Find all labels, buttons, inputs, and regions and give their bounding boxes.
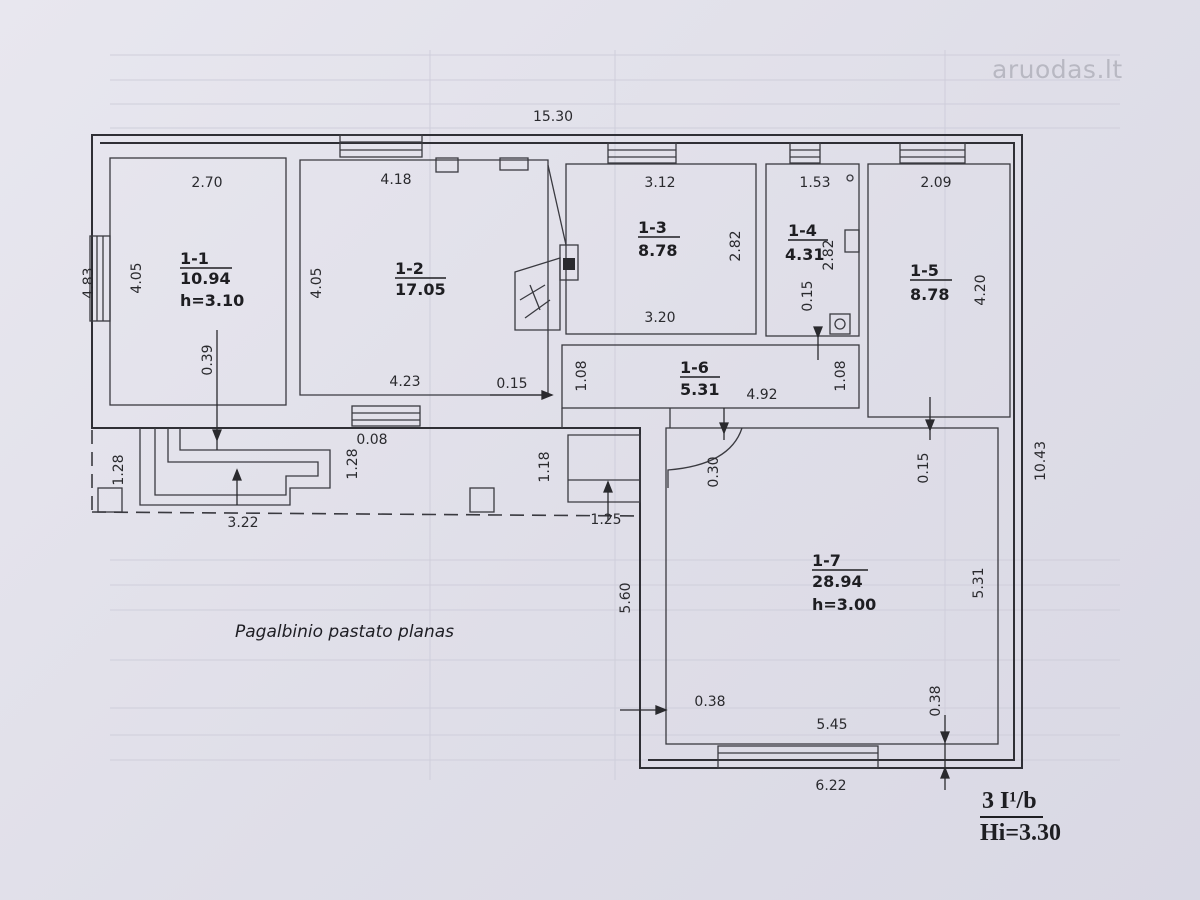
dim-r17-h: 5.31 [971, 567, 987, 598]
background-table [110, 50, 1120, 780]
stamp-line-2: Hi=3.30 [980, 820, 1062, 846]
dim-ext-128a: 1.28 [111, 454, 127, 485]
dim-ext-118: 1.18 [537, 451, 553, 482]
dim-r11-w: 2.70 [191, 175, 222, 191]
room-1-3-label: 1-3 8.78 [638, 218, 680, 260]
room-1-5-outline [867, 163, 1011, 418]
room-1-6-outline [561, 344, 860, 409]
dim-r17-left: 5.60 [618, 582, 634, 613]
dim-ext-125: 1.25 [590, 512, 621, 528]
svg-text:1-5: 1-5 [910, 261, 939, 280]
dim-r17-door: 0.30 [706, 456, 722, 487]
dim-ext-322: 3.22 [227, 515, 258, 531]
dim-r12-bottom: 4.23 [389, 374, 420, 390]
dim-r13-h: 2.82 [728, 230, 744, 261]
dim-r17-w: 5.45 [816, 717, 847, 733]
dim-ext-008: 0.08 [356, 432, 387, 448]
room-1-7-outline [665, 427, 999, 745]
fixtures [435, 157, 860, 488]
room-1-1-label: 1-1 10.94 h=3.10 [180, 249, 244, 310]
dim-r15-w: 2.09 [920, 175, 951, 191]
room-labels: 1-1 10.94 h=3.10 1-2 17.05 1-3 8.78 1-4 … [180, 218, 952, 614]
dim-bottom-w: 6.22 [815, 778, 846, 794]
dim-r12-door: 0.15 [496, 376, 527, 392]
room-1-5-label: 1-5 8.78 [910, 261, 952, 304]
dim-r15-door: 0.15 [916, 452, 932, 483]
dimension-arrows [212, 326, 950, 790]
room-1-2-label: 1-2 17.05 [395, 259, 446, 299]
stamp-line-1: 3 I¹/b [980, 788, 1043, 818]
svg-text:1-6: 1-6 [680, 358, 709, 377]
exterior-extension [91, 428, 641, 517]
svg-text:4.31: 4.31 [785, 245, 824, 264]
windows [89, 134, 966, 769]
svg-text:28.94: 28.94 [812, 572, 863, 591]
svg-text:8.78: 8.78 [638, 241, 677, 260]
dim-r15-h: 4.20 [973, 274, 989, 305]
dim-ext-128b: 1.28 [345, 448, 361, 479]
dim-left-height: 4.83 [81, 267, 97, 298]
svg-text:8.78: 8.78 [910, 285, 949, 304]
aruodas-logo: aruodas.lt [992, 55, 1123, 84]
svg-text:1-3: 1-3 [638, 218, 667, 237]
svg-text:h=3.00: h=3.00 [812, 595, 876, 614]
svg-text:1-7: 1-7 [812, 551, 841, 570]
room-1-7-label: 1-7 28.94 h=3.00 [812, 551, 876, 614]
dim-total-width: 15.30 [533, 109, 573, 125]
svg-text:1-4: 1-4 [788, 221, 817, 240]
watermark-text: aruodas.lt [992, 55, 1123, 84]
dim-r12-top: 4.18 [380, 172, 411, 188]
svg-text:5.31: 5.31 [680, 380, 719, 399]
dim-r11-door: 0.39 [200, 344, 216, 375]
dim-r17-in-right: 0.38 [928, 685, 944, 716]
dim-r13-bottom: 3.20 [644, 310, 675, 326]
room-1-1-outline [109, 157, 287, 406]
dim-r14-door: 0.15 [800, 280, 816, 311]
room-1-3-outline [565, 163, 757, 335]
dim-r16-h2: 1.08 [833, 360, 849, 391]
svg-text:1-1: 1-1 [180, 249, 209, 268]
dim-right-height: 10.43 [1033, 441, 1049, 481]
dim-r13-top: 3.12 [644, 175, 675, 191]
outer-walls [91, 134, 1023, 769]
plan-caption: Pagalbinio pastato planas [235, 622, 455, 642]
dimension-labels: 15.30 4.83 10.43 2.70 4.05 0.39 4.18 4.0… [81, 109, 1049, 794]
dim-r14-h: 2.82 [821, 239, 837, 270]
dim-r11-h: 4.05 [129, 262, 145, 293]
svg-text:h=3.10: h=3.10 [180, 291, 244, 310]
dim-r16-h1: 1.08 [574, 360, 590, 391]
dim-r14-w: 1.53 [799, 175, 830, 191]
plan-stamp: 3 I¹/b Hi=3.30 [980, 788, 1061, 847]
room-1-6-label: 1-6 5.31 [680, 358, 720, 399]
room-1-4-label: 1-4 4.31 [785, 221, 828, 264]
dim-r17-in-left: 0.38 [694, 694, 725, 710]
dim-r12-h: 4.05 [309, 267, 325, 298]
svg-text:17.05: 17.05 [395, 280, 446, 299]
dim-r16-w: 4.92 [746, 387, 777, 403]
svg-text:10.94: 10.94 [180, 269, 231, 288]
svg-text:1-2: 1-2 [395, 259, 424, 278]
